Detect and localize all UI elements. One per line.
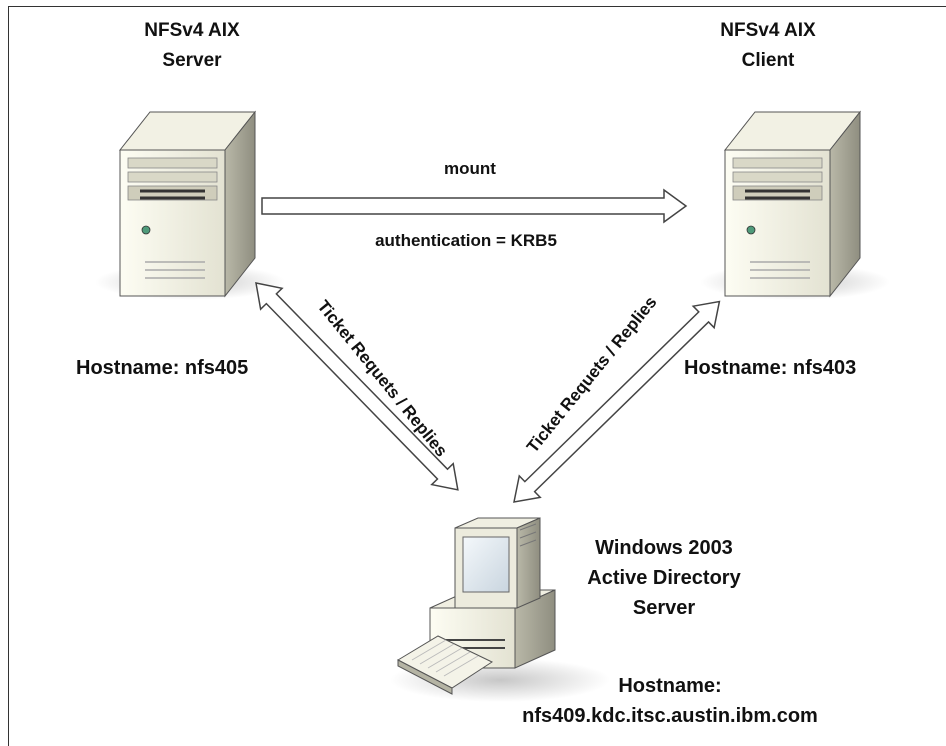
diagram-frame [8, 6, 946, 746]
server-tower-icon [95, 110, 285, 300]
kdc-hostname-label: Hostname: [618, 675, 721, 697]
kdc-title-line2: Active Directory [587, 567, 741, 589]
authentication-label: authentication = KRB5 [375, 231, 557, 250]
client-hostname: Hostname: nfs403 [684, 357, 856, 379]
kdc-hostname-value: nfs409.kdc.itsc.austin.ibm.com [522, 705, 818, 727]
left-ticket-arrow [255, 282, 459, 491]
mount-label: mount [444, 159, 496, 178]
server-title-line1: NFSv4 AIX [144, 20, 240, 41]
client-tower-icon [700, 110, 890, 300]
client-title-line1: NFSv4 AIX [720, 20, 816, 41]
desktop-computer-icon [390, 517, 610, 702]
client-title-line2: Client [742, 50, 795, 71]
server-title-line2: Server [162, 50, 222, 71]
kdc-title-line3: Server [633, 597, 695, 619]
right-ticket-arrow [513, 300, 721, 503]
server-hostname: Hostname: nfs405 [76, 357, 248, 379]
left-ticket-label: Ticket Requets / Replies [313, 297, 451, 461]
mount-arrow [261, 188, 688, 224]
kdc-title-line1: Windows 2003 [595, 537, 733, 559]
